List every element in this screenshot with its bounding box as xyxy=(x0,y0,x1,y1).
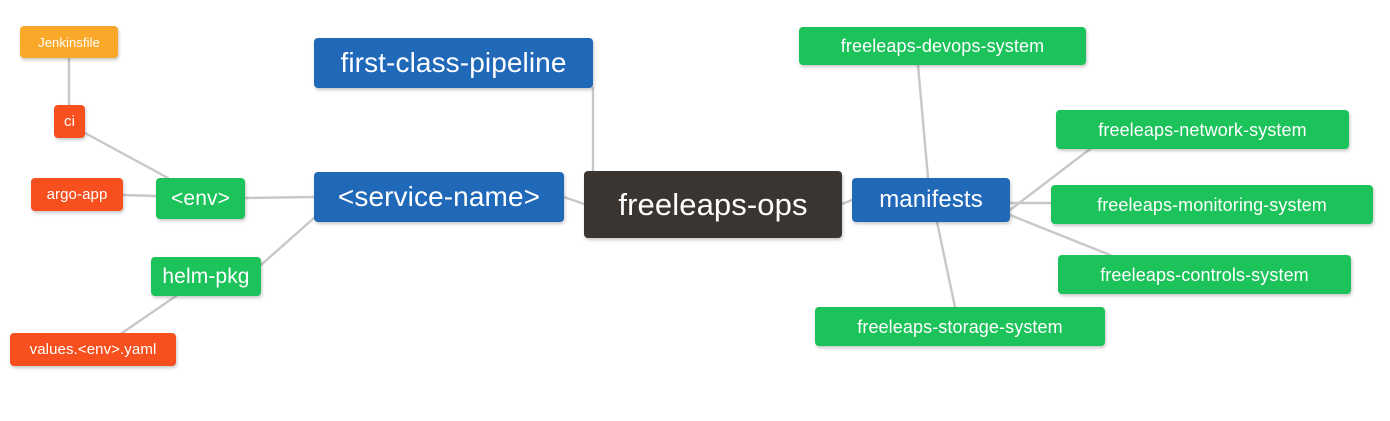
edge-helm-to-values xyxy=(120,294,178,335)
mindmap-node-argoapp[interactable]: argo-app xyxy=(31,178,123,211)
mindmap-node-helm[interactable]: helm-pkg xyxy=(151,257,261,296)
mindmap-node-storage[interactable]: freeleaps-storage-system xyxy=(815,307,1105,346)
mindmap-node-values[interactable]: values.<env>.yaml xyxy=(10,333,176,366)
edge-service-to-env xyxy=(243,195,316,200)
edge-env-to-ci xyxy=(83,131,170,180)
mindmap-node-service[interactable]: <service-name> xyxy=(314,172,564,222)
edge-env-to-argoapp xyxy=(121,193,158,198)
mindmap-node-root[interactable]: freeleaps-ops xyxy=(584,171,842,238)
mindmap-node-controls[interactable]: freeleaps-controls-system xyxy=(1058,255,1351,294)
edge-service-to-helm xyxy=(259,216,316,267)
edge-manifests-to-storage xyxy=(935,220,957,309)
mindmap-node-jenkinsfile[interactable]: Jenkinsfile xyxy=(20,26,118,58)
mindmap-node-network[interactable]: freeleaps-network-system xyxy=(1056,110,1349,149)
mindmap-node-pipeline[interactable]: first-class-pipeline xyxy=(314,38,593,88)
edge-manifests-to-devops xyxy=(916,63,930,180)
edge-root-to-service xyxy=(562,195,586,206)
mindmap-node-devops[interactable]: freeleaps-devops-system xyxy=(799,27,1086,65)
mindmap-node-env[interactable]: <env> xyxy=(156,178,245,219)
mindmap-node-manifests[interactable]: manifests xyxy=(852,178,1010,222)
edge-root-to-manifests xyxy=(840,198,854,206)
mindmap-node-ci[interactable]: ci xyxy=(54,105,85,138)
mindmap-node-monitoring[interactable]: freeleaps-monitoring-system xyxy=(1051,185,1373,224)
